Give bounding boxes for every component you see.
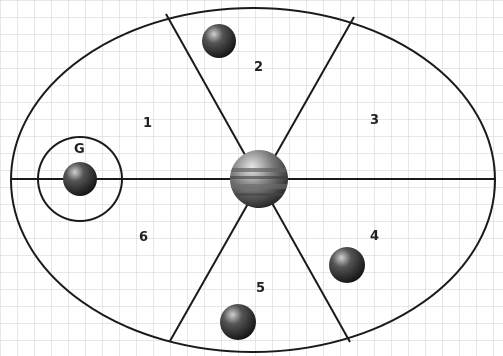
sector-label-4: 4 bbox=[370, 229, 379, 244]
g-label: G bbox=[74, 142, 85, 157]
moon-icon bbox=[202, 24, 236, 58]
sector-label-5: 5 bbox=[256, 281, 265, 296]
moon-icon bbox=[329, 247, 365, 283]
sector-label-3: 3 bbox=[370, 113, 379, 128]
sector-label-1: 1 bbox=[143, 116, 152, 131]
sector-label-6: 6 bbox=[139, 230, 148, 245]
moon-icon bbox=[220, 304, 256, 340]
sector-label-2: 2 bbox=[254, 60, 263, 75]
moon-icon bbox=[63, 162, 97, 196]
